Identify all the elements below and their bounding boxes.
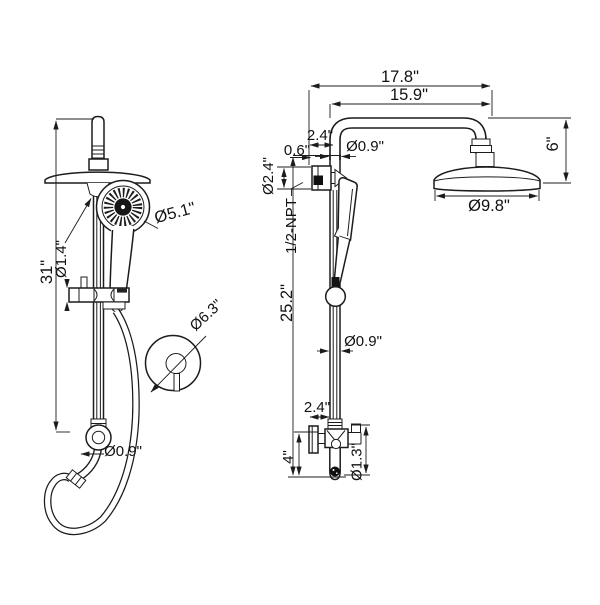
spray-nozzle-ring — [103, 187, 143, 227]
dim-overall-height: 31" — [38, 260, 56, 284]
dim-pipe-top: Ø0.9" — [346, 138, 384, 155]
holder-tab — [351, 423, 361, 433]
slider-lever — [80, 276, 88, 289]
shower-arm — [329, 117, 487, 160]
shower-hose — [43, 308, 140, 536]
wall-flange — [308, 425, 319, 454]
slide-rail — [92, 190, 105, 421]
dim-pipe-mid: Ø0.9" — [344, 333, 382, 350]
dim-wall-offset-bottom: 2.4" — [304, 399, 330, 416]
side-view-dimensions: 17.8" 15.9" 2.4" 0.6" Ø0.9" Ø2.4" 1/2-NP… — [260, 68, 571, 481]
valve-trim-detail — [144, 334, 202, 392]
dim-outlet-width: Ø1.3" — [349, 443, 366, 481]
head-stem — [475, 152, 495, 167]
bottom-tee — [308, 418, 362, 481]
riser-pipe — [88, 115, 109, 171]
dim-inlet-thread: 1/2-NPT — [283, 198, 300, 254]
dim-hand-shower-face: Ø5.1" — [153, 199, 198, 227]
side-view: 17.8" 15.9" 2.4" 0.6" Ø0.9" Ø2.4" 1/2-NP… — [260, 68, 571, 481]
overhead-shower-side — [433, 138, 541, 192]
dim-plate-height: Ø2.4" — [260, 157, 277, 195]
front-view: 31" Ø1.4" Ø5.1" Ø6.3" Ø0.9" — [38, 115, 226, 536]
dim-arm-horizontal: 15.9" — [390, 86, 428, 104]
slider-bracket — [68, 276, 130, 310]
dim-slider-ring: Ø1.4" — [53, 240, 70, 278]
slider-ball — [324, 285, 347, 308]
npt-inlet — [313, 175, 323, 185]
dim-plate-thickness: 0.6" — [284, 142, 310, 159]
dim-hose-outlet: Ø0.9" — [104, 443, 142, 460]
dim-valve-trim: Ø6.3" — [187, 296, 226, 334]
hose-nut — [65, 469, 87, 489]
hand-wand-side — [324, 177, 358, 308]
hose-outlet-cap — [329, 467, 341, 481]
bracket-lower-clip — [102, 301, 126, 310]
dim-wall-offset-top: 2.4" — [307, 127, 333, 144]
dim-rail-length: 25.2" — [278, 284, 296, 322]
dim-arm-overall: 17.8" — [381, 68, 419, 86]
dim-head-drop: 6" — [544, 136, 562, 151]
overhead-flange — [44, 171, 151, 184]
front-view-dimensions: 31" Ø1.4" Ø5.1" Ø6.3" Ø0.9" — [38, 118, 226, 460]
valve-handle — [173, 373, 180, 392]
dim-head-width: Ø9.8" — [468, 197, 510, 215]
wand-hose-end — [331, 277, 340, 287]
dim-outlet-drop: 4" — [280, 450, 297, 464]
head-dome — [433, 166, 541, 192]
hose-outlet-fitting — [65, 418, 112, 489]
